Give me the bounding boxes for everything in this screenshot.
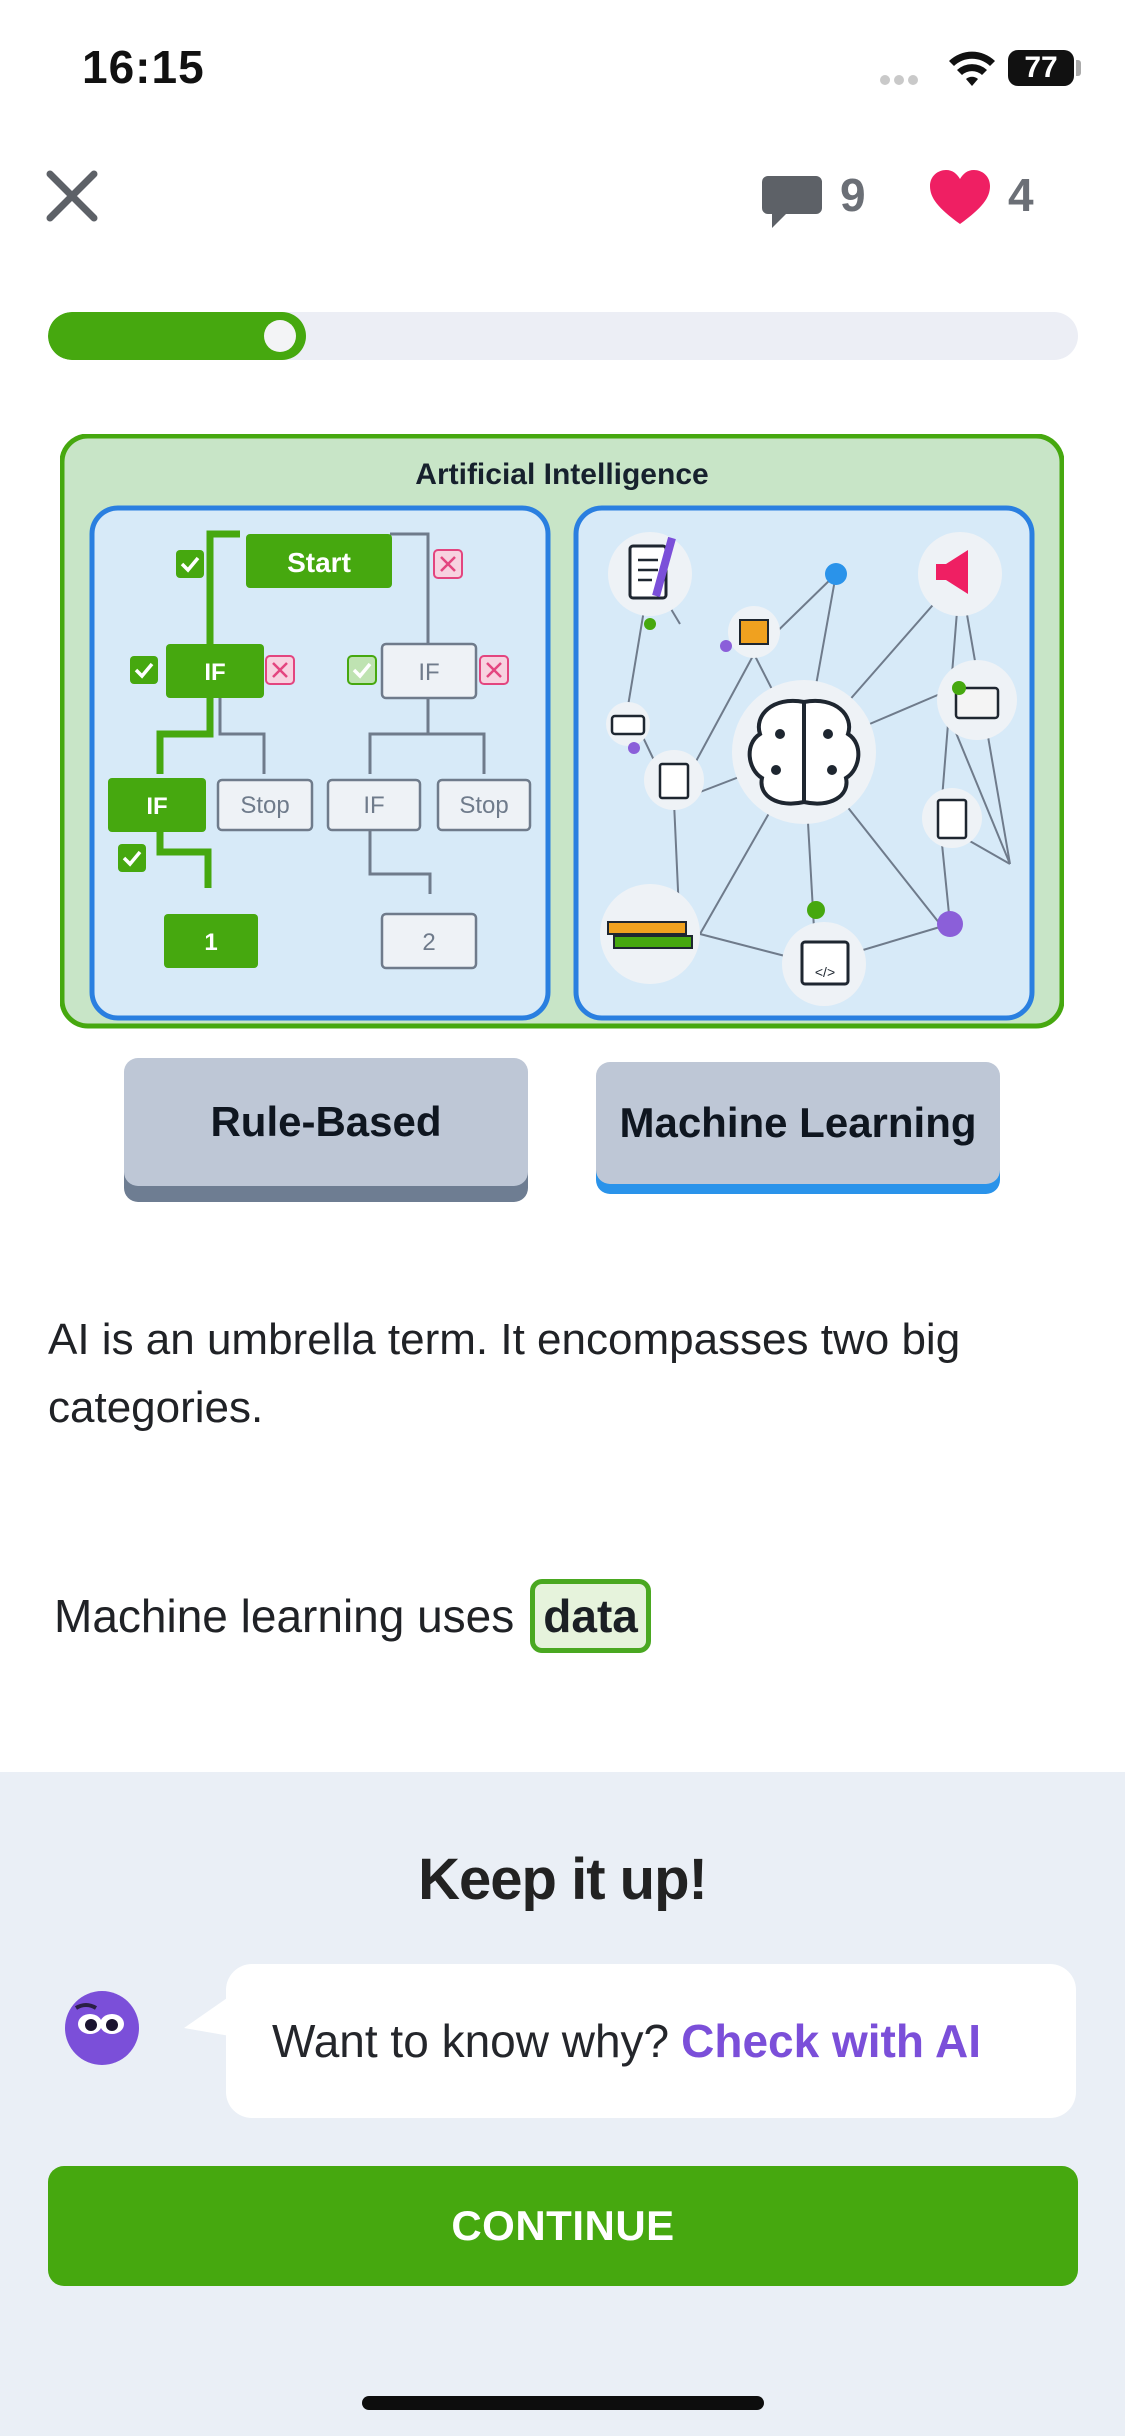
comment-count: 9 xyxy=(840,169,866,221)
check-icon xyxy=(347,655,377,685)
flow-if-node-3: IF xyxy=(108,778,206,832)
flow-if-node-1: IF xyxy=(166,644,264,698)
lesson-text: AI is an umbrella term. It encompasses t… xyxy=(48,1315,961,1432)
check-icon xyxy=(118,844,146,872)
node-dot xyxy=(644,618,656,630)
progress-fill xyxy=(48,312,306,360)
svg-text:</>: </> xyxy=(815,964,835,980)
cross-icon xyxy=(433,549,463,579)
machine-learning-button[interactable]: Machine Learning xyxy=(596,1062,1000,1184)
check-with-ai-link[interactable]: Check with AI xyxy=(681,2015,982,2067)
node-dot xyxy=(825,563,847,585)
flow-output-label-2: 2 xyxy=(422,929,435,956)
rule-based-panel xyxy=(89,505,551,1021)
home-indicator xyxy=(362,2396,764,2410)
flow-output-node-1: 1 xyxy=(164,914,258,968)
flow-if-label-4: IF xyxy=(363,792,384,819)
flow-if-node-2: IF xyxy=(380,642,478,700)
flow-stop-label-2: Stop xyxy=(459,792,508,819)
flow-start-label: Start xyxy=(287,547,351,578)
fill-in-sentence: Machine learning uses data xyxy=(54,1579,651,1653)
mascot-avatar xyxy=(65,1991,139,2065)
status-time: 16:15 xyxy=(82,41,205,93)
close-icon[interactable] xyxy=(44,168,100,224)
node-dot xyxy=(628,742,640,754)
speech-bubble: Want to know why? Check with AI xyxy=(226,1964,1076,2118)
flow-output-node-2: 2 xyxy=(380,912,478,970)
node-dot xyxy=(720,640,732,652)
rule-based-button[interactable]: Rule-Based xyxy=(124,1058,528,1186)
flow-stop-node-1: Stop xyxy=(216,778,314,832)
signal-icon xyxy=(880,72,936,85)
hearts-count: 4 xyxy=(1008,169,1034,221)
battery-cap xyxy=(1076,60,1081,76)
check-icon xyxy=(176,550,204,578)
progress-knob xyxy=(264,320,296,352)
feedback-title: Keep it up! xyxy=(418,1847,708,1912)
flow-if-label-1: IF xyxy=(204,659,225,686)
continue-button[interactable]: CONTINUE xyxy=(48,2166,1078,2286)
battery-icon: 77 xyxy=(1008,50,1074,86)
flow-stop-node-2: Stop xyxy=(436,778,532,832)
node-dot xyxy=(937,911,963,937)
lesson-progress-bar xyxy=(48,312,1078,360)
sentence-prefix: Machine learning uses xyxy=(54,1590,515,1642)
flow-if-label-3: IF xyxy=(146,793,167,820)
wifi-icon xyxy=(949,51,995,86)
heart-icon xyxy=(930,170,990,224)
illustration-title: Artificial Intelligence xyxy=(415,458,708,491)
check-icon xyxy=(130,656,158,684)
flow-stop-label-1: Stop xyxy=(240,792,289,819)
speech-bubble-tail xyxy=(184,1996,230,2036)
comment-icon[interactable] xyxy=(760,172,824,232)
cross-icon xyxy=(479,655,509,685)
flow-if-node-4: IF xyxy=(326,778,422,832)
cross-icon xyxy=(265,655,295,685)
flow-output-label-1: 1 xyxy=(204,929,217,956)
ai-categories-illustration: Artificial Intelligence Start IF IF IF S… xyxy=(60,434,1064,1029)
answer-chip[interactable]: data xyxy=(530,1579,651,1653)
why-prompt: Want to know why? xyxy=(272,2015,670,2067)
flow-start-node: Start xyxy=(246,534,392,588)
flow-if-label-2: IF xyxy=(418,659,439,686)
node-dot xyxy=(807,901,825,919)
